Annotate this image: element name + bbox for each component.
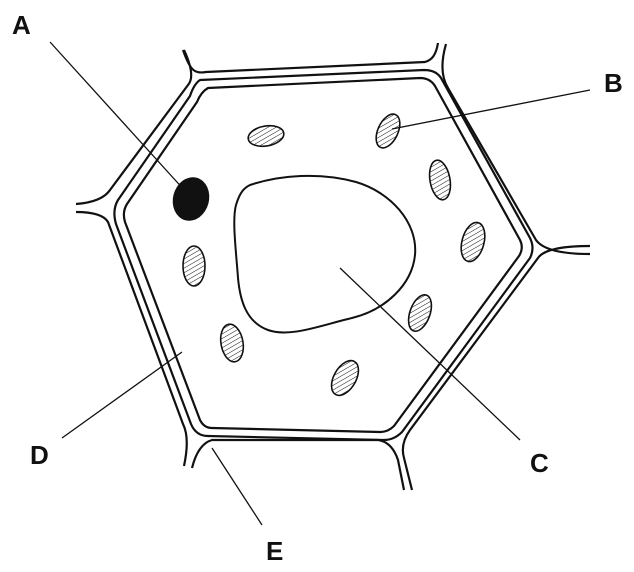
leader-line-b	[391, 89, 591, 130]
leader-line-e	[211, 447, 263, 526]
chloroplast	[217, 322, 247, 364]
chloroplast	[457, 219, 489, 265]
label-b: B	[604, 68, 623, 98]
leader-line-a	[49, 41, 187, 193]
chloroplast	[371, 110, 405, 152]
chloroplast	[426, 158, 454, 202]
chloroplast	[404, 291, 436, 335]
nucleus	[172, 177, 210, 221]
label-d: D	[30, 440, 49, 470]
chloroplast	[246, 123, 286, 149]
label-e: E	[266, 536, 283, 566]
chloroplasts	[182, 110, 489, 400]
leader-line-c	[339, 267, 521, 441]
label-a: A	[12, 10, 31, 40]
chloroplast	[326, 356, 364, 400]
leader-line-d	[61, 351, 183, 439]
chloroplast	[182, 245, 206, 287]
label-c: C	[530, 448, 549, 478]
cell-wall	[75, 42, 591, 491]
vacuole	[233, 174, 417, 334]
